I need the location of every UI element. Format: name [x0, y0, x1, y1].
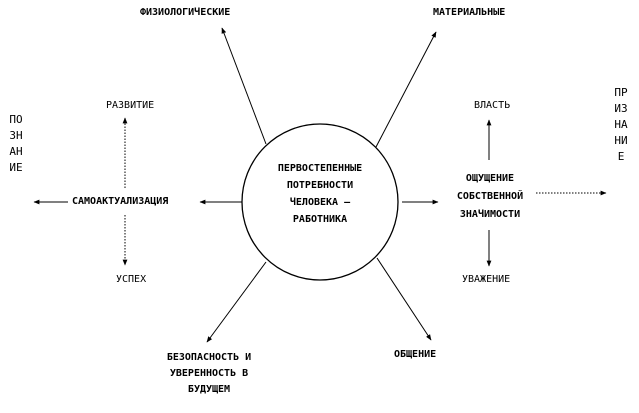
success-label: УСПЕХ	[116, 274, 147, 285]
arrow-safety	[206, 261, 267, 343]
communication-label: ОБЩЕНИЕ	[394, 349, 437, 360]
safety-line-2: УВЕРЕННОСТЬ В	[169, 368, 249, 379]
center-line-3: ЧЕЛОВЕКА –	[289, 197, 351, 208]
center-line-1: ПЕРВОСТЕПЕННЫЕ	[277, 163, 363, 174]
center-line-2: ПОТРЕБНОСТИ	[286, 180, 354, 191]
power-label: ВЛАСТЬ	[474, 100, 511, 111]
safety-line-1: БЕЗОПАСНОСТЬ И	[166, 352, 252, 363]
center-line-4: РАБОТНИКА	[292, 214, 348, 225]
self-actualization-label: САМОАКТУАЛИЗАЦИЯ	[72, 196, 169, 207]
physiological-label: ФИЗИОЛОГИЧЕСКИЕ	[140, 7, 231, 18]
arrow-material	[375, 31, 437, 148]
self-esteem-line-2: СОБСТВЕННОЙ	[456, 191, 524, 202]
self-esteem-line-3: ЗНАЧИМОСТИ	[459, 209, 521, 220]
safety-line-3: БУДУЩЕМ	[187, 384, 231, 395]
arrow-physiological	[221, 27, 267, 145]
recognition-label: ПРИЗНАНИЕ	[614, 86, 628, 163]
safety-label: БЕЗОПАСНОСТЬ И УВЕРЕННОСТЬ В БУДУЩЕМ	[150, 350, 268, 398]
material-label: МАТЕРИАЛЬНЫЕ	[433, 7, 506, 18]
arrow-communication	[376, 257, 432, 341]
self-esteem-line-1: ОЩУЩЕНИЕ	[465, 173, 515, 184]
center-label: ПЕРВОСТЕПЕННЫЕ ПОТРЕБНОСТИ ЧЕЛОВЕКА – РА…	[250, 160, 390, 228]
respect-label: УВАЖЕНИЕ	[462, 274, 511, 285]
development-label: РАЗВИТИЕ	[106, 100, 155, 111]
self-esteem-label: ОЩУЩЕНИЕ СОБСТВЕННОЙ ЗНАЧИМОСТИ	[442, 170, 538, 224]
cognition-label: ПОЗНАНИЕ	[9, 113, 23, 174]
